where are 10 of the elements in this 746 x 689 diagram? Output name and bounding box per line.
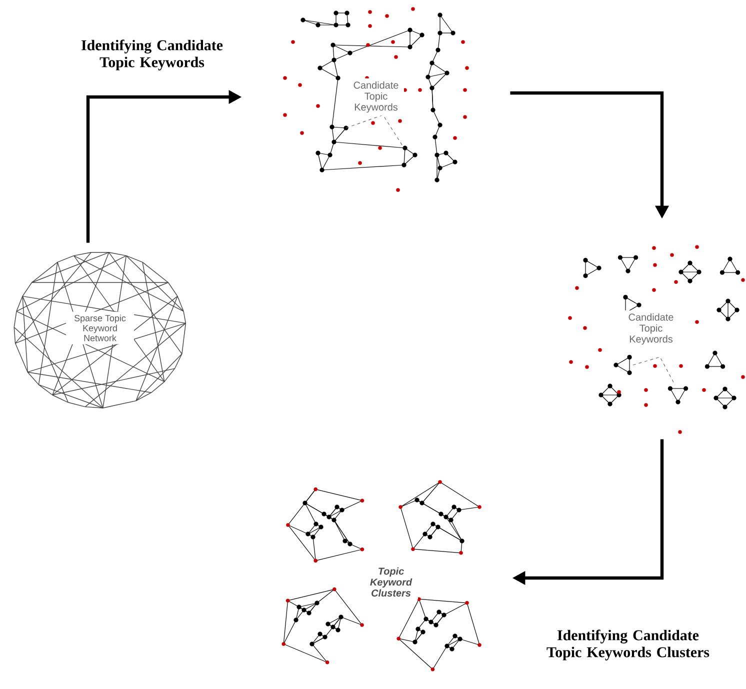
network-drawing: Candidate Topic Keywords <box>568 245 745 434</box>
network-drawing: Sparse Topic Keyword Network <box>14 252 186 408</box>
node-label: Sparse Topic Keyword Network <box>74 314 126 342</box>
network-drawing: Topic Keyword Clusters <box>282 480 482 672</box>
edge-label: Identifying Candidate Topic Keywords <box>82 40 223 70</box>
node-label: Topic Keyword Clusters <box>370 567 412 597</box>
edge-label: Identifying Candidate Topic Keywords Clusters <box>546 630 710 660</box>
node-label: Candidate Topic Keywords <box>628 313 674 345</box>
network-drawing: Candidate Topic Keywords <box>283 7 469 192</box>
node-label: Candidate Topic Keywords <box>354 81 398 113</box>
